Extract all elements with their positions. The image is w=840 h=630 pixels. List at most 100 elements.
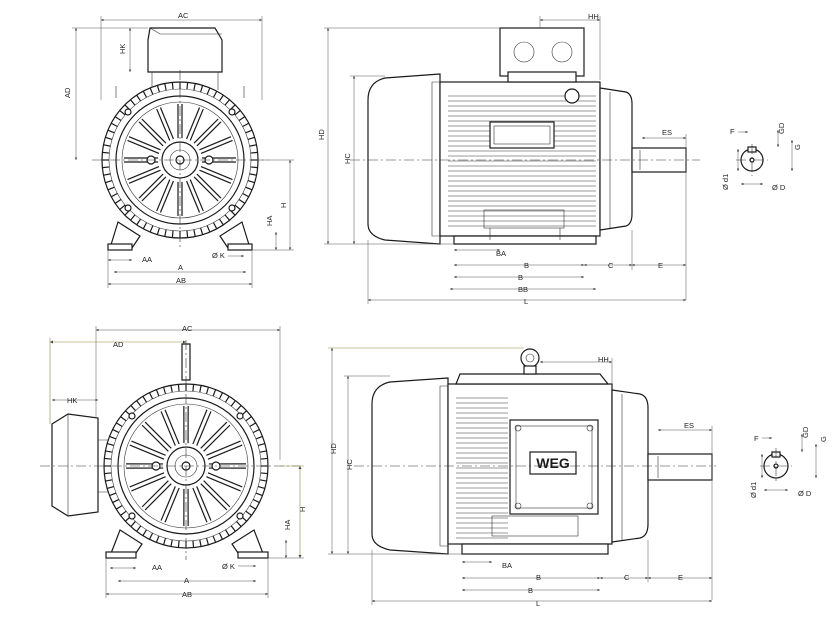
cooling-fin [212, 90, 218, 98]
cooling-fin [136, 525, 142, 532]
cooling-fin [224, 99, 230, 106]
side-view-top [350, 27, 700, 245]
cooling-fin [234, 110, 241, 116]
dim-a: A [178, 263, 183, 272]
cooling-fin [106, 442, 115, 447]
cooling-fin [106, 485, 115, 490]
cooling-fin [148, 532, 154, 540]
dim-ha: HA [265, 216, 274, 226]
cooling-fin [250, 151, 258, 154]
cooling-fin [212, 389, 217, 397]
cooling-fin [224, 395, 230, 403]
dim-ac: AC [178, 11, 189, 20]
side-view-top-dimensions: HH HD HC ES BA B C E B BB L [317, 12, 687, 306]
dim-h: H [279, 203, 288, 208]
dim-hd: HD [317, 129, 326, 140]
dim-hk-2: HK [67, 396, 77, 405]
fan-cover-slot [141, 480, 169, 508]
dim-b-3: B [528, 586, 533, 595]
cooling-fin [200, 85, 204, 93]
fan-cover-slot [156, 179, 171, 212]
dim-f-2: F [754, 434, 759, 443]
fan-cover-slot [138, 173, 164, 199]
dim-ac-2: AC [182, 324, 193, 333]
dim-k: Ø K [212, 251, 225, 260]
fan-cover-slot [200, 139, 233, 154]
fan-cover-slot [186, 107, 201, 140]
cooling-fin [218, 94, 224, 102]
dim-d: Ø D [772, 183, 786, 192]
cooling-fin [250, 166, 258, 169]
dim-hh: HH [588, 12, 599, 21]
dim-f: F [730, 127, 735, 136]
cooling-fin [142, 90, 148, 98]
cooling-fin [259, 450, 267, 453]
cooling-fin [247, 136, 255, 140]
cooling-fin [110, 122, 118, 128]
cooling-fin [162, 386, 167, 395]
dim-e: E [658, 261, 663, 270]
cooling-fin [245, 416, 252, 422]
cooling-fin [238, 116, 246, 122]
cooling-fin [259, 479, 267, 482]
fan-cover-slot [192, 487, 208, 523]
cooling-fin [114, 116, 122, 122]
cooling-fin [109, 492, 117, 497]
fin-marks-bottom [104, 384, 268, 548]
fan-cover-slot [141, 424, 169, 452]
dim-d-2: Ø D [798, 489, 812, 498]
dim-a-2: A [184, 576, 189, 585]
cooling-fin [200, 227, 204, 235]
cooling-fin [110, 192, 118, 198]
cooling-fin [255, 435, 263, 440]
fan-cover-slot [199, 169, 232, 184]
cooling-fin [260, 472, 268, 475]
cooling-fin [192, 384, 195, 392]
front-view-top-dimensions: AC AD HK H HA AA A AB Ø K [63, 11, 294, 288]
cooling-fin [130, 521, 136, 528]
fan-cover-slot [127, 139, 160, 154]
dim-hd-2: HD [329, 443, 338, 454]
fan-cover-spokes-bottom [126, 406, 246, 526]
dim-ba-2: BA [502, 561, 512, 570]
dim-l: L [524, 297, 528, 306]
dim-g-2: G [819, 436, 828, 442]
fan-cover-slot [164, 409, 180, 445]
dim-k-2: Ø K [222, 562, 235, 571]
cooling-fin [257, 485, 266, 490]
cooling-fin [249, 173, 257, 176]
cooling-fin [242, 192, 250, 198]
cooling-fin [155, 535, 160, 543]
cooling-fin [247, 180, 255, 184]
cooling-fin [171, 230, 174, 238]
cooling-fin [245, 129, 253, 134]
shaft-section-top: F GD G Ø d1 Ø D [721, 122, 802, 192]
fan-cover-slot [141, 176, 167, 202]
side-view-bottom: WEG [354, 348, 716, 555]
cooling-fin [115, 422, 123, 428]
dim-e-2: E [678, 573, 683, 582]
cooling-fin [104, 472, 112, 475]
fan-cover-slot [160, 486, 176, 521]
cooling-fin [206, 87, 211, 95]
cooling-fin [252, 428, 260, 434]
cooling-fin [120, 510, 127, 516]
frame-ribs-bottom [456, 397, 508, 539]
fan-cover-slot [160, 411, 176, 446]
cooling-fin [199, 385, 202, 393]
fan-cover-slot [196, 121, 222, 147]
fan-cover-slot [144, 483, 172, 511]
cooling-fin [224, 214, 230, 221]
cooling-fin [238, 198, 246, 204]
fan-cover-slot [203, 480, 231, 508]
cooling-fin [234, 204, 241, 210]
cooling-fin [107, 186, 115, 191]
cooling-fin [115, 504, 123, 510]
cooling-fin [252, 498, 260, 504]
dim-hk: HK [118, 44, 127, 54]
fan-cover-slot [207, 444, 243, 460]
cooling-fin [156, 85, 160, 93]
cooling-fin [112, 428, 120, 434]
cooling-fin [105, 479, 113, 482]
